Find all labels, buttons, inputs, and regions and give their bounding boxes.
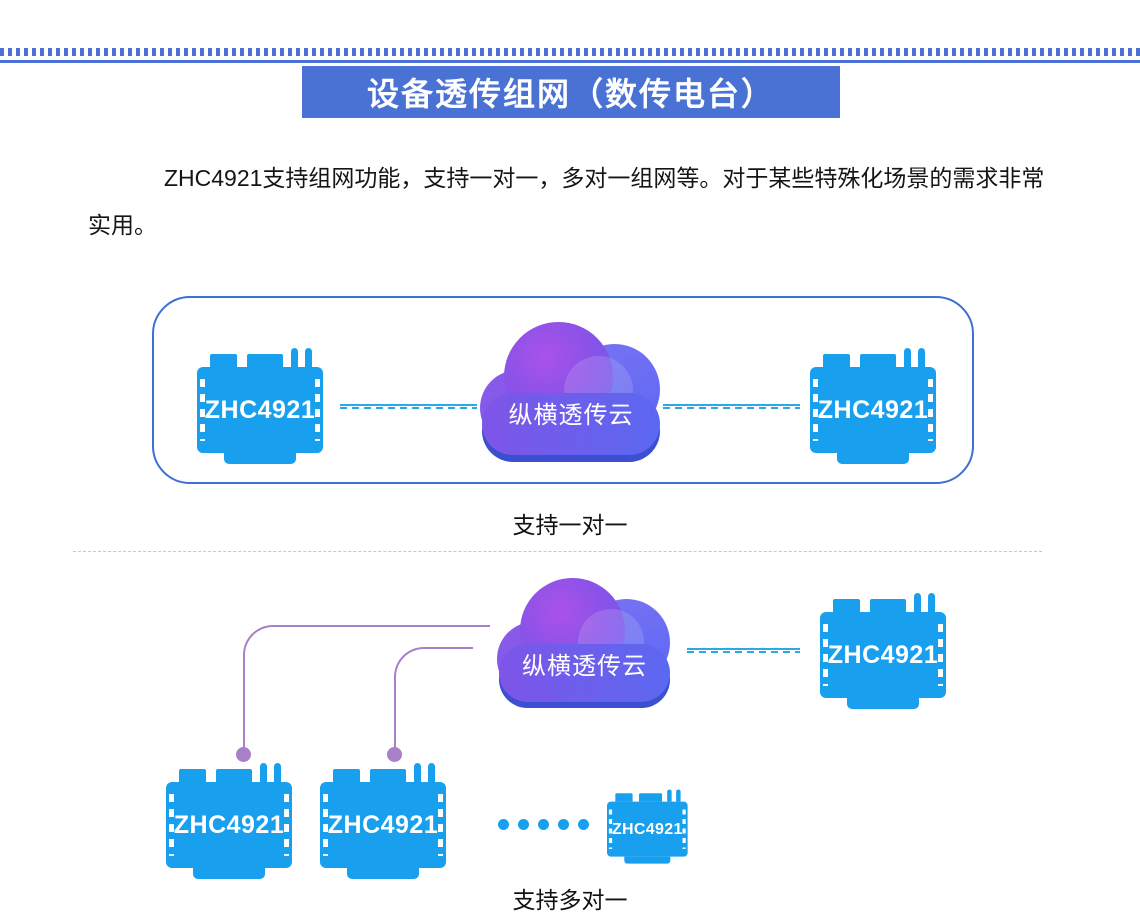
dot-icon <box>518 819 529 830</box>
connector-end-dot <box>387 747 402 762</box>
cloud-icon: 纵横透传云 <box>480 322 662 462</box>
section-divider <box>73 551 1042 552</box>
ellipsis-dots <box>498 819 589 830</box>
antenna-pin-icon <box>414 763 421 782</box>
antenna-pin-icon <box>928 593 935 612</box>
device-zhc4921-bottom-2: ZHC4921 <box>320 763 446 879</box>
device-label: ZHC4921 <box>327 810 439 839</box>
dot-icon <box>538 819 549 830</box>
device-label: ZHC4921 <box>204 395 316 424</box>
device-terminals <box>607 789 688 802</box>
antenna-pin-icon <box>305 348 312 367</box>
device-zhc4921-bottom-small: ZHC4921 <box>607 789 688 864</box>
device-zhc4921-right: ZHC4921 <box>810 348 936 464</box>
antenna-pin-icon <box>918 348 925 367</box>
connector-line <box>236 625 490 762</box>
intro-paragraph: ZHC4921支持组网功能，支持一对一，多对一组网等。对于某些特殊化场景的需求非… <box>88 165 1045 238</box>
caption-many-to-one: 支持多对一 <box>512 887 628 913</box>
page-title-banner: 设备透传组网（数传电台） <box>302 66 840 118</box>
device-label: ZHC4921 <box>817 395 929 424</box>
header-rule <box>0 60 1140 63</box>
dot-icon <box>578 819 589 830</box>
device-terminals <box>820 593 946 612</box>
device-terminals <box>320 763 446 782</box>
radio-link-line <box>663 404 800 410</box>
cloud-icon: 纵横透传云 <box>497 578 672 708</box>
device-label: ZHC4921 <box>611 819 683 838</box>
cloud-label: 纵横透传云 <box>508 401 634 429</box>
one-to-one-frame <box>152 296 974 484</box>
radio-link-line <box>340 404 477 410</box>
device-label: ZHC4921 <box>827 640 939 669</box>
header-dotted-border <box>0 48 1140 56</box>
device-terminals <box>166 763 292 782</box>
page-title: 设备透传组网（数传电台） <box>366 76 775 112</box>
antenna-pin-icon <box>260 763 267 782</box>
antenna-pin-icon <box>914 593 921 612</box>
connector-line <box>387 647 473 762</box>
device-zhc4921-left: ZHC4921 <box>197 348 323 464</box>
dot-icon <box>498 819 509 830</box>
device-terminals <box>197 348 323 367</box>
antenna-pin-icon <box>428 763 435 782</box>
device-zhc4921-bottom-1: ZHC4921 <box>166 763 292 879</box>
connector-end-dot <box>236 747 251 762</box>
device-terminals <box>810 348 936 367</box>
antenna-pin-icon <box>904 348 911 367</box>
antenna-pin-icon <box>676 789 681 802</box>
caption-one-to-one: 支持一对一 <box>512 512 628 538</box>
antenna-pin-icon <box>667 789 672 802</box>
radio-link-line <box>687 648 800 654</box>
antenna-pin-icon <box>274 763 281 782</box>
cloud-label: 纵横透传云 <box>522 652 647 680</box>
dot-icon <box>558 819 569 830</box>
device-label: ZHC4921 <box>173 810 285 839</box>
device-zhc4921-right: ZHC4921 <box>820 593 946 709</box>
antenna-pin-icon <box>291 348 298 367</box>
